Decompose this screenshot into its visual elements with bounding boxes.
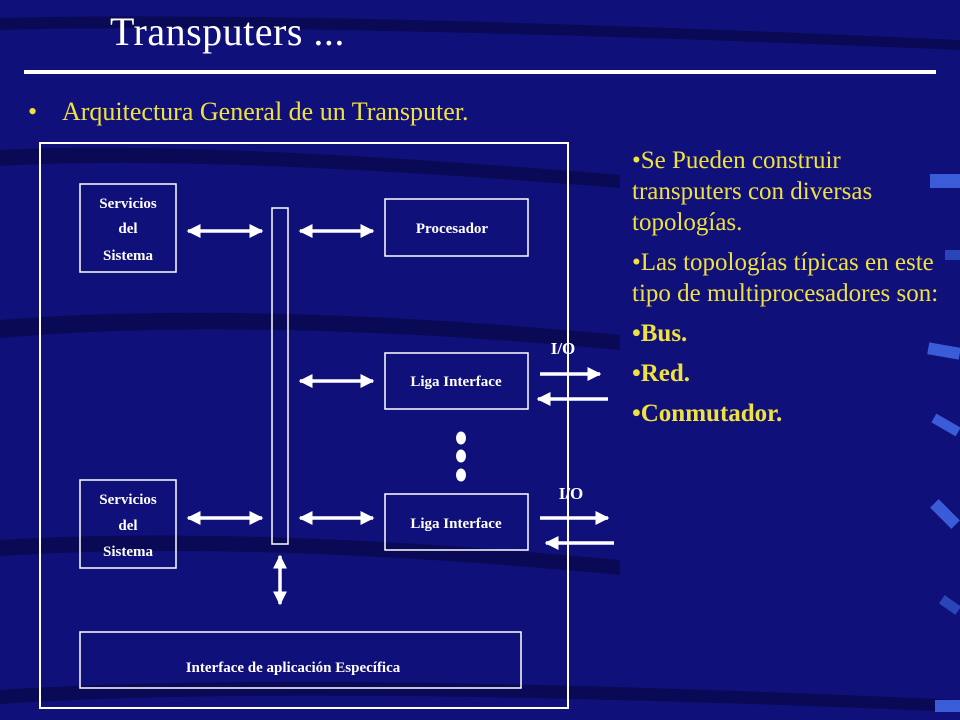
servicios-box-bottom	[79, 479, 177, 569]
servicios-top-line-1: Servicios	[99, 196, 157, 212]
servicios-bottom-line-3: Sistema	[103, 544, 153, 560]
servicios-bottom-line-2: del	[118, 518, 137, 534]
main-bullet: • Arquitectura General de un Transputer.	[28, 97, 469, 127]
internal-bus	[271, 207, 289, 545]
title-divider	[24, 70, 936, 74]
io-label-2: I/O	[559, 484, 584, 503]
side-bullet-4: •Red.	[632, 360, 691, 387]
servicios-top-line-2: del	[118, 221, 137, 237]
procesador-box	[384, 198, 529, 257]
side-bullet-5: •Conmutador.	[632, 400, 783, 427]
procesador-label: Procesador	[416, 221, 489, 237]
io-label-1: I/O	[551, 339, 576, 358]
interface-aplicacion-label: Interface de aplicación Específica	[186, 660, 401, 676]
diagram-frame	[39, 142, 569, 709]
side-bullet-3: •Bus.	[632, 320, 688, 347]
servicios-top-line-3: Sistema	[103, 248, 153, 264]
ellipsis-dots	[456, 431, 466, 482]
interface-aplicacion-box	[79, 631, 522, 689]
liga-interface-label-1: Liga Interface	[410, 374, 502, 390]
liga-interface-label-2: Liga Interface	[410, 516, 502, 532]
slide-title: Transputers ...	[110, 9, 345, 54]
servicios-box-top	[79, 183, 177, 273]
liga-interface-box-2	[384, 493, 529, 551]
liga-interface-box-1	[384, 352, 529, 410]
bullet-marker: •	[28, 97, 38, 126]
side-bullet-1: •Se Pueden construir transputers con div…	[632, 147, 873, 236]
side-bullet-2: •Las topologías típicas en este tipo de …	[632, 249, 939, 307]
side-bullet-list: •Se Pueden construir transputers con div…	[632, 145, 952, 438]
servicios-bottom-line-1: Servicios	[99, 492, 157, 508]
main-bullet-text: Arquitectura General de un Transputer.	[62, 97, 469, 126]
